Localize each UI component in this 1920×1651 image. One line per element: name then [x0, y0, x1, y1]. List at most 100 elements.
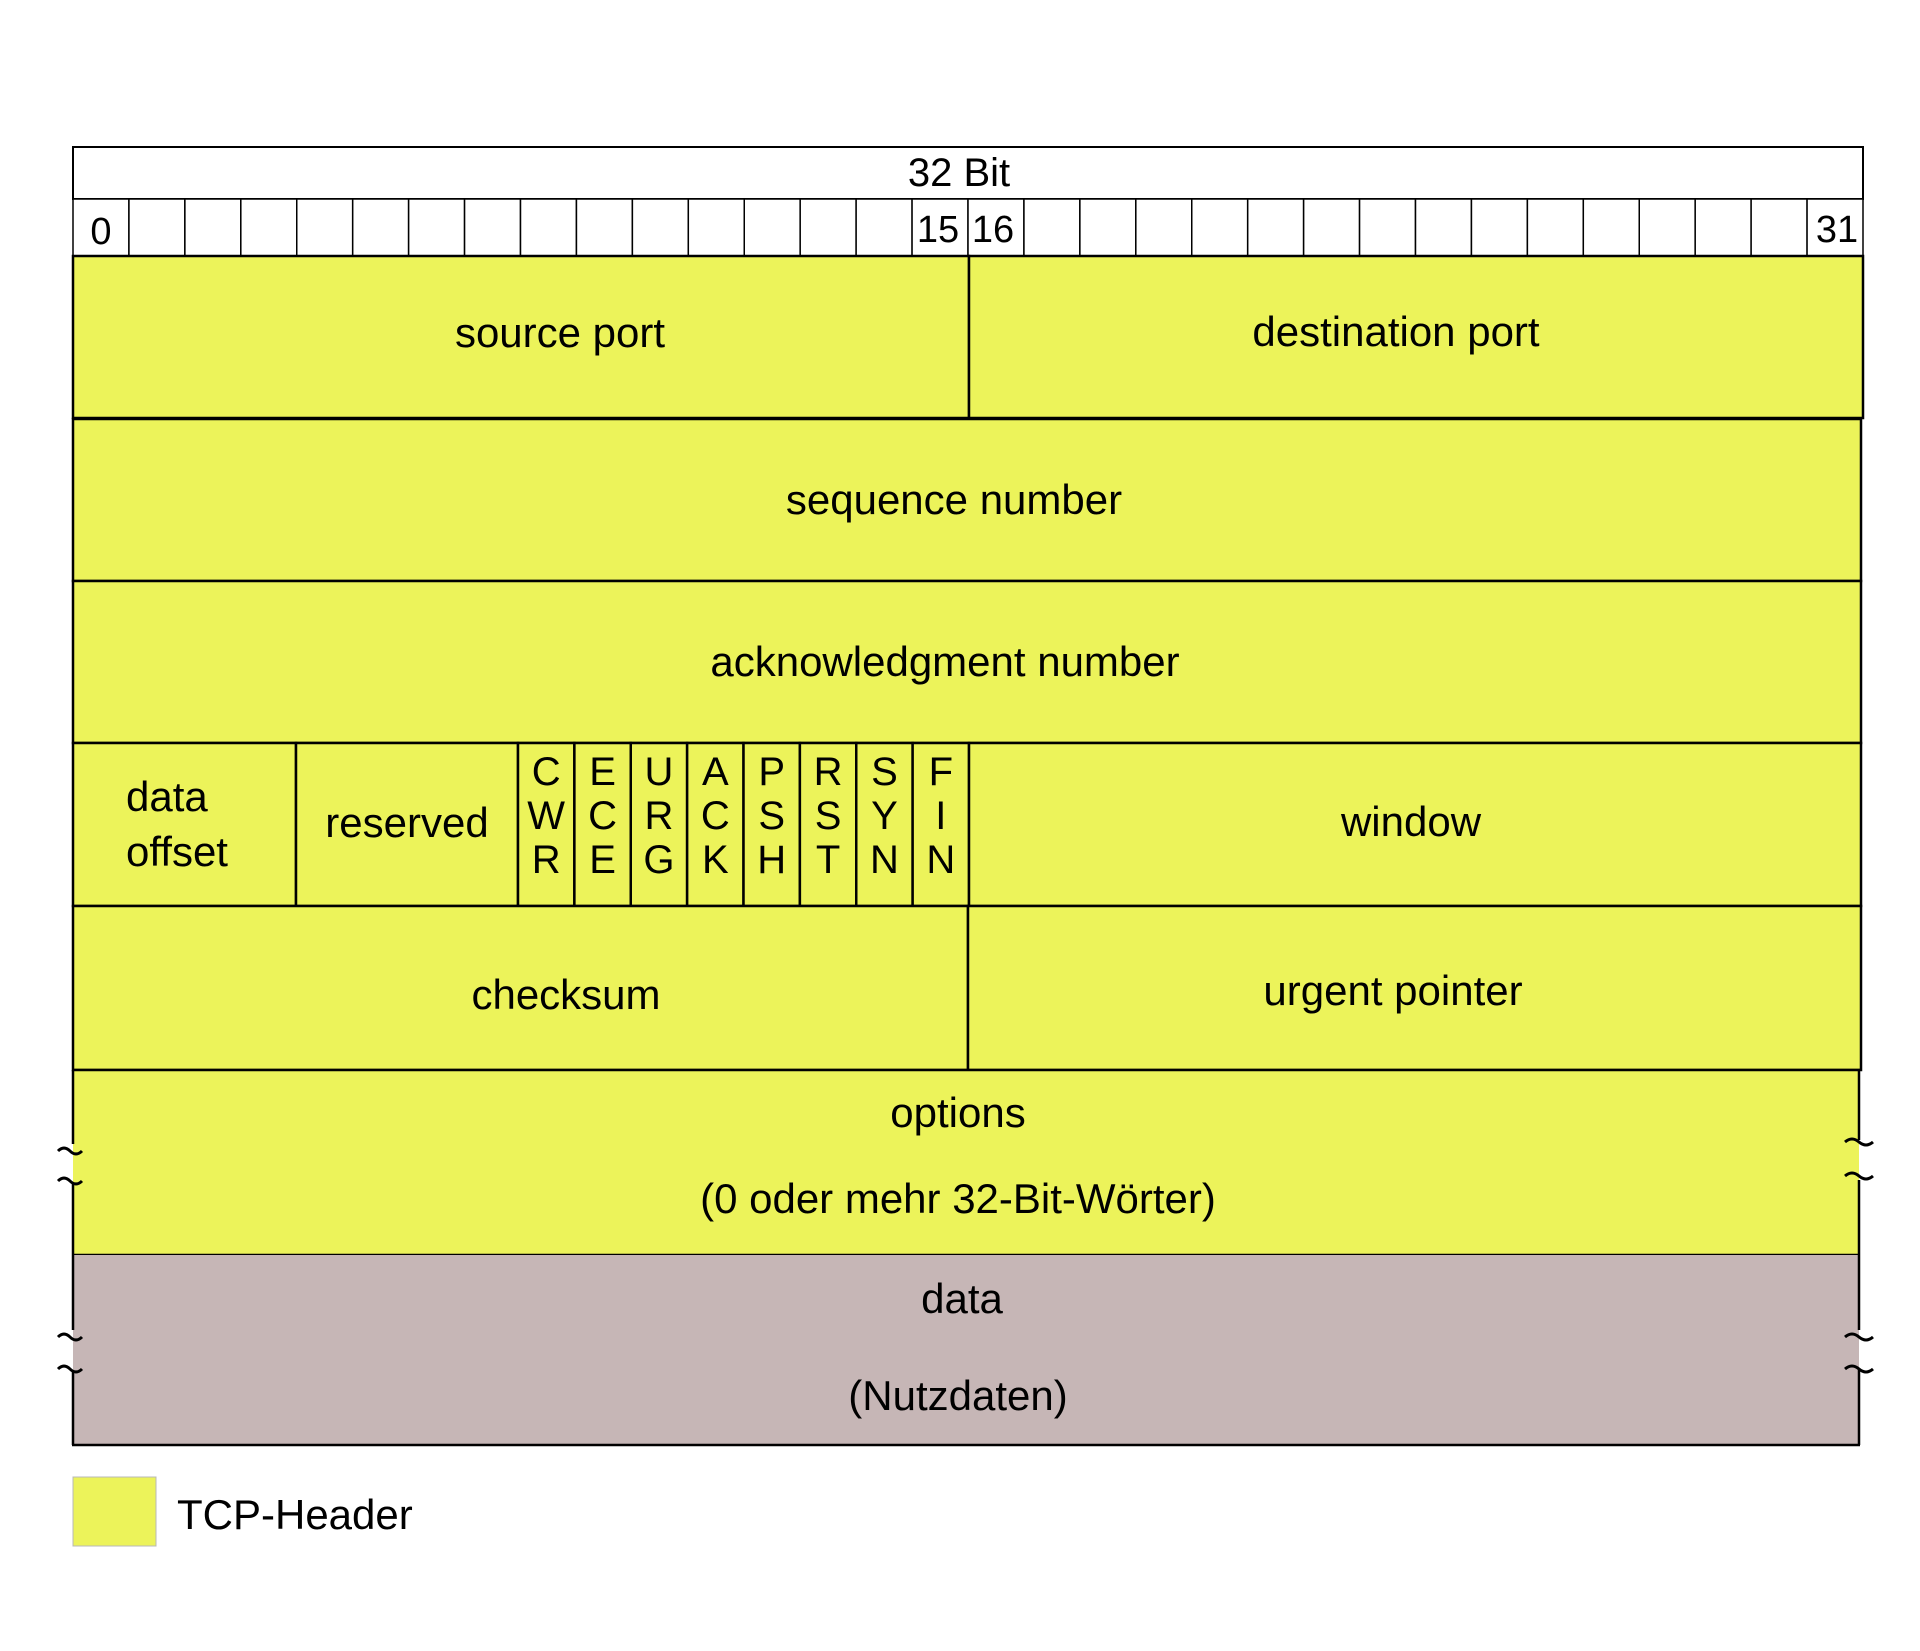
bit-cell [1302, 198, 1361, 257]
bit-cell [184, 198, 242, 257]
urgent-pointer-label: urgent pointer [1263, 967, 1522, 1014]
bit-cell [1694, 198, 1752, 257]
flag-letter: W [527, 794, 565, 838]
bit-cell [519, 198, 578, 257]
bit-label-15: 15 [917, 209, 959, 251]
flag-letter: P [758, 750, 785, 794]
bit-cell [240, 198, 298, 257]
bit-cell [128, 198, 186, 257]
data-field [71, 1255, 1861, 1447]
bit-width-box [72, 146, 1864, 200]
flag-letter: C [588, 794, 617, 838]
bit-width-label: 32 Bit [908, 151, 1010, 195]
window-field [967, 741, 1863, 908]
flag-cell [798, 741, 858, 908]
data-label-line1: data [921, 1275, 1003, 1322]
options-label-line1: options [890, 1089, 1025, 1136]
bit-label-0: 0 [90, 211, 111, 253]
bit-cell [407, 198, 466, 257]
bit-cell [296, 198, 354, 257]
flag-cell [685, 741, 745, 908]
flag-psh: PSH [742, 741, 802, 908]
legend-label: TCP-Header [177, 1491, 413, 1538]
flag-letter: R [814, 750, 843, 794]
flag-syn: SYN [855, 741, 914, 908]
bit-cell [1638, 198, 1696, 257]
flag-letter: A [702, 750, 729, 794]
bit-cell [1414, 198, 1473, 257]
flag-letter: N [870, 838, 899, 882]
destination-port-label: destination port [1252, 308, 1540, 355]
bit-cells [72, 198, 1864, 257]
bit-cell [1526, 198, 1585, 257]
flag-cwr: CWR [516, 741, 576, 908]
flag-cell [573, 741, 633, 908]
flag-letter: R [532, 838, 561, 882]
acknowledgment-number-label: acknowledgment number [710, 638, 1179, 685]
bit-cell [72, 198, 130, 257]
bit-cell [855, 198, 913, 257]
bit-scale: 32 Bit 0 15 16 31 [72, 146, 1864, 257]
flag-letter: U [644, 750, 673, 794]
urgent-pointer-field [966, 904, 1863, 1072]
flag-letter: K [702, 838, 729, 882]
data-label-line2: (Nutzdaten) [848, 1372, 1067, 1419]
data-break-left [56, 1332, 84, 1374]
bit-cell [1191, 198, 1249, 257]
options-field [71, 1068, 1861, 1257]
flag-letter: S [815, 794, 842, 838]
data-offset-field [71, 741, 298, 908]
flag-letter: E [589, 750, 616, 794]
flag-cell [855, 741, 914, 908]
checksum-field [71, 904, 970, 1072]
data-break-right [1844, 1332, 1874, 1374]
flag-letter: N [926, 838, 955, 882]
data-offset-label-line2: offset [126, 828, 228, 875]
bit-cell [1023, 198, 1081, 257]
bit-cell [631, 198, 690, 257]
flag-rst: RST [798, 741, 858, 908]
source-port-field [71, 254, 971, 420]
flag-letter: Y [871, 794, 898, 838]
bit-cell [351, 198, 410, 257]
flag-letter: T [816, 838, 840, 882]
flag-letter: H [757, 838, 786, 882]
window-label: window [1340, 798, 1482, 845]
bit-cell [1246, 198, 1305, 257]
flag-letter: C [701, 794, 730, 838]
sequence-number-field [71, 417, 1863, 583]
flag-cell [911, 741, 971, 908]
flag-ece: ECE [573, 741, 633, 908]
options-break-right [1844, 1137, 1874, 1181]
bit-cell [1135, 198, 1193, 257]
bit-cell [687, 198, 745, 257]
options-break-left [56, 1146, 84, 1186]
flag-letter: R [644, 794, 673, 838]
flag-letter: I [935, 794, 946, 838]
bit-label-16: 16 [972, 209, 1014, 251]
sequence-number-label: sequence number [786, 476, 1122, 523]
flag-urg: URG [629, 741, 689, 908]
bit-cell [1582, 198, 1641, 257]
flag-letter: C [532, 750, 561, 794]
bit-cell [575, 198, 634, 257]
bit-label-31: 31 [1816, 209, 1858, 251]
flag-letter: E [589, 838, 616, 882]
bit-cell [1358, 198, 1417, 257]
bit-cell [1079, 198, 1137, 257]
bit-cell [463, 198, 522, 257]
checksum-label: checksum [471, 971, 660, 1018]
flag-letter: S [758, 794, 785, 838]
bit-cell [1470, 198, 1529, 257]
flag-ack: ACK [685, 741, 745, 908]
reserved-field [294, 741, 520, 908]
source-port-label: source port [455, 309, 665, 356]
bit-cell [743, 198, 801, 257]
reserved-label: reserved [325, 799, 488, 846]
options-label-line2: (0 oder mehr 32-Bit-Wörter) [700, 1175, 1216, 1222]
bit-cell [799, 198, 857, 257]
bit-cell [1750, 198, 1808, 257]
data-offset-label-line1: data [126, 773, 208, 820]
